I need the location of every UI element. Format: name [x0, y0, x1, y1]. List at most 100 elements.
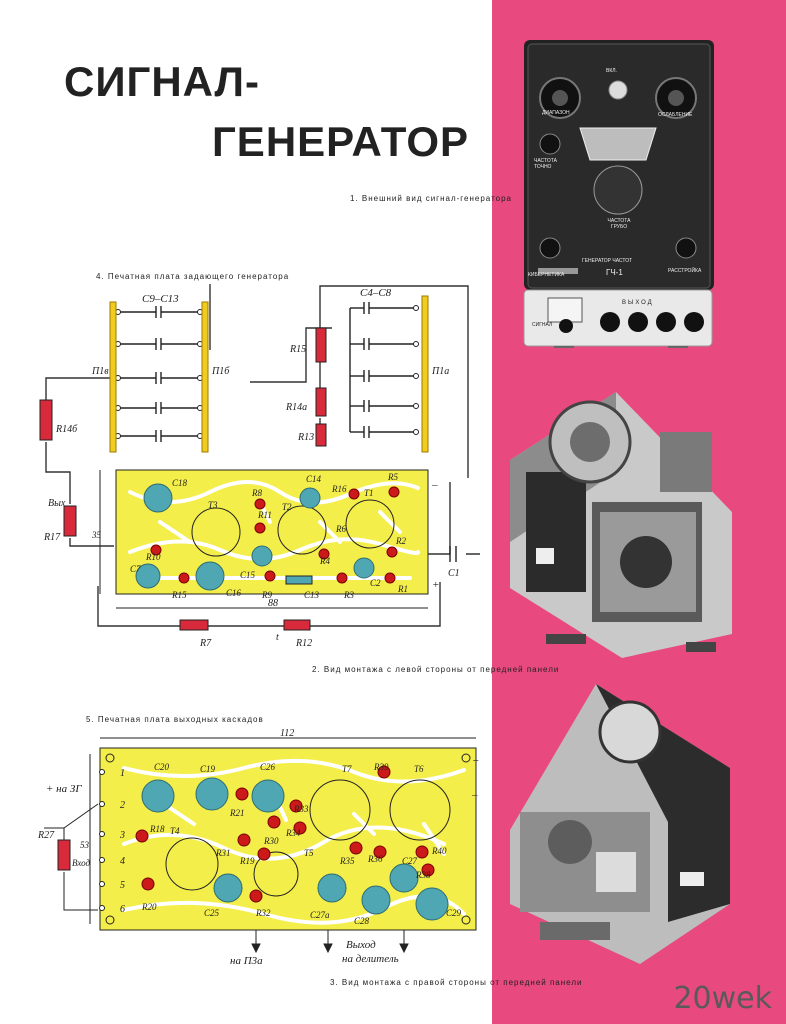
- label-r15b: R15: [171, 590, 187, 600]
- device-photo: ДИАПАЗОН ВКЛ. ОСЛАБЛЕНИЕ ЧАСТОТА ТОЧНО Ч…: [518, 40, 718, 350]
- interior-right-photo: [500, 672, 746, 972]
- fine-label: ЧАСТОТА ТОЧНО: [534, 158, 557, 170]
- label-r34: R34: [285, 828, 301, 838]
- label-c29: C29: [446, 908, 462, 918]
- label-r27: R27: [37, 830, 55, 841]
- label-r31: R31: [215, 848, 231, 858]
- detune-label: РАССТРОЙКА: [668, 268, 702, 274]
- cap-group-right-label: C4–C8: [360, 287, 392, 299]
- cap-group-left-label: C9–C13: [142, 293, 179, 305]
- switch-rod-p1v: [109, 301, 117, 453]
- label-r2: R2: [395, 536, 406, 546]
- label-r19: R19: [239, 856, 255, 866]
- label-c14: C14: [306, 474, 322, 484]
- caption-5: 5. Печатная плата выходных каскадов: [86, 715, 264, 724]
- label-t4: T4: [170, 826, 180, 836]
- label-r11: R11: [257, 510, 272, 520]
- label-r15: R15: [289, 344, 306, 355]
- signal-label: СИГНАЛ: [532, 322, 553, 328]
- dim-35: 35: [91, 530, 102, 540]
- resistor-r14a: [315, 387, 327, 417]
- label-r12: R12: [295, 638, 312, 649]
- pin-4: 4: [120, 856, 125, 867]
- label-p1v: П1в: [91, 366, 109, 377]
- label-r17: R17: [43, 532, 61, 543]
- coarse-label: ЧАСТОТА ГРУБО: [607, 218, 631, 230]
- svg-text:+: +: [472, 755, 479, 767]
- pin-1: 1: [120, 768, 125, 779]
- label-c13: C13: [304, 590, 320, 600]
- label-t7: T7: [342, 764, 352, 774]
- caption-3: 3. Вид монтажа с правой стороны от перед…: [330, 978, 583, 987]
- resistor-r7: [179, 619, 209, 631]
- dim-88: 88: [268, 598, 278, 609]
- svg-text:–: –: [471, 789, 478, 801]
- caption-1: 1. Внешний вид сигнал-генератора: [350, 194, 512, 203]
- brand-label: КИБЕРНЕТИКА: [528, 272, 565, 278]
- label-t2: T2: [282, 502, 292, 512]
- label-r1: R1: [397, 584, 408, 594]
- label-r9: R9: [261, 590, 272, 600]
- label-r8: R8: [251, 488, 262, 498]
- label-r4: R4: [319, 556, 330, 566]
- label-c28: C28: [354, 916, 370, 926]
- label-r6: R6: [335, 524, 346, 534]
- interior-left-photo: [496, 352, 744, 664]
- label-r18: R18: [149, 824, 165, 834]
- pin-5: 5: [120, 880, 125, 891]
- label-c15: C15: [240, 570, 256, 580]
- label-c27: C27: [402, 856, 418, 866]
- label-c18: C18: [172, 478, 188, 488]
- watermark: 20wek: [673, 981, 772, 1016]
- label-r5: R5: [387, 472, 398, 482]
- title-line-2: ГЕНЕРАТОР: [212, 118, 470, 165]
- label-c25: C25: [204, 908, 220, 918]
- name-label: ГЕНЕРАТОР ЧАСТОТ: [582, 258, 633, 264]
- label-r10: R10: [145, 552, 161, 562]
- caption-2: 2. Вид монтажа с левой стороны от передн…: [312, 665, 560, 674]
- label-r14b: R14б: [55, 424, 78, 435]
- label-t6: T6: [414, 764, 424, 774]
- output-label: ВЫХОД: [622, 300, 654, 306]
- label-c7: C7: [130, 564, 141, 574]
- switch-rod-p1b: [201, 301, 209, 453]
- label-r30: R30: [263, 836, 279, 846]
- label-vyh: Вых: [48, 498, 66, 509]
- label-r36: R36: [367, 854, 383, 864]
- label-r13: R13: [297, 432, 314, 443]
- switch-rod-p1a: [421, 295, 429, 453]
- label-plus: +: [432, 579, 439, 591]
- resistor-r17: [63, 505, 77, 537]
- resistor-r14b: [39, 399, 53, 441]
- diagram-output-stages: 112 53 1 2 3 4 5 6 + на ЗГ R27: [37, 728, 479, 967]
- resistor-r27: [57, 839, 71, 871]
- label-minus: –: [431, 479, 438, 491]
- resistor-r15: [315, 327, 327, 363]
- label-c27a: C27а: [310, 910, 330, 920]
- label-r38: R38: [415, 870, 431, 880]
- label-c1: C1: [448, 568, 460, 579]
- resistor-r12: [283, 619, 311, 631]
- label-r32: R32: [255, 908, 271, 918]
- label-c26: C26: [260, 762, 276, 772]
- label-r3: R3: [343, 590, 354, 600]
- label-vyhod: Выход: [346, 939, 376, 951]
- att-label: ОСЛАБЛЕНИЕ: [658, 112, 693, 118]
- pin-6: 6: [120, 904, 125, 915]
- label-r39: R39: [373, 762, 389, 772]
- band-label: ДИАПАЗОН: [542, 110, 570, 116]
- label-r14a: R14а: [285, 402, 307, 413]
- caption-4: 4. Печатная плата задающего генератора: [96, 272, 290, 281]
- label-p1a: П1а: [431, 366, 449, 377]
- pin-2: 2: [120, 800, 125, 811]
- label-p1b: П1б: [211, 366, 230, 377]
- label-vhod: Вход: [72, 858, 91, 868]
- label-c2: C2: [370, 578, 381, 588]
- label-r40: R40: [431, 846, 447, 856]
- label-r21: R21: [229, 808, 245, 818]
- label-t5: T5: [304, 848, 314, 858]
- label-r35: R35: [339, 856, 355, 866]
- pin-3: 3: [119, 830, 125, 841]
- dim-53: 53: [80, 840, 90, 850]
- model-label: ГЧ-1: [606, 268, 623, 277]
